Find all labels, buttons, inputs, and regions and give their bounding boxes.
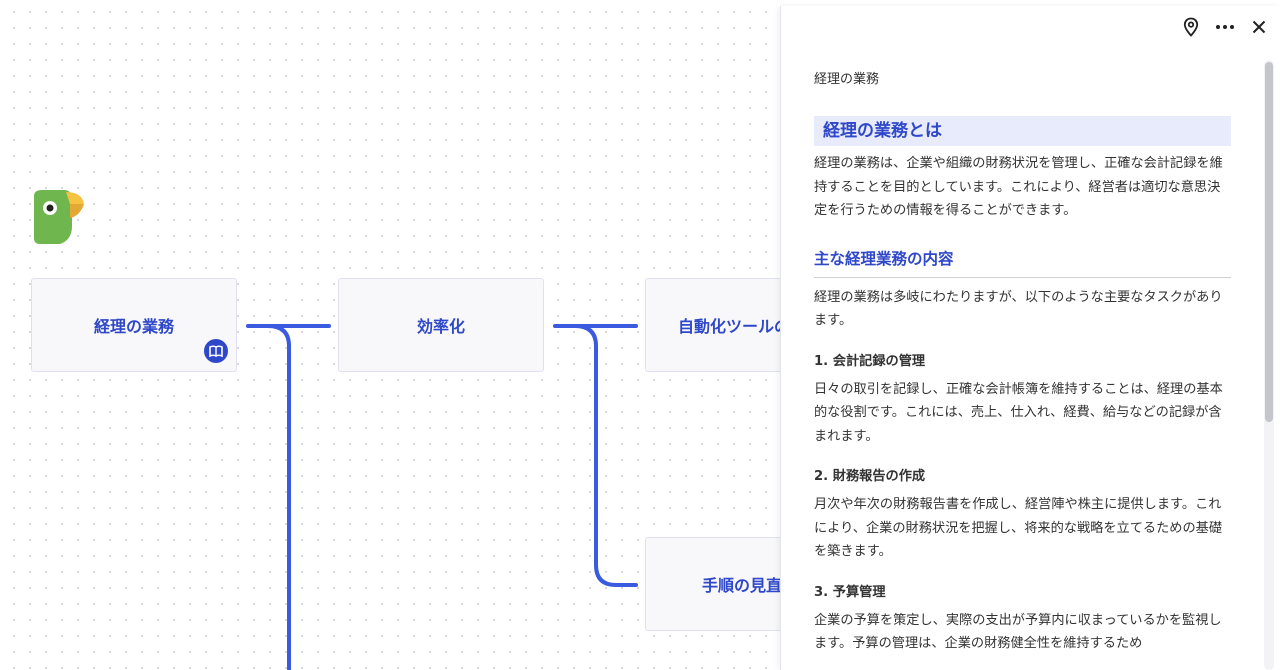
item-heading: 1. 会計記録の管理 [814,353,926,369]
breadcrumb: 経理の業務 [814,72,880,87]
mindmap-node-label: 手順の見直 [702,576,783,595]
mindmap-node-label: 自動化ツールの [678,317,791,336]
section-heading: 主な経理業務の内容 [814,247,1231,278]
detail-panel: 経理の業務 経理の業務とは 経理の業務は、企業や組織の財務状況を管理し、正確な会… [780,6,1280,670]
item-body: 月次や年次の財務報告書を作成し、経営陣や株主に提供します。これにより、企業の財務… [814,497,1223,559]
item-body: 日々の取引を記録し、正確な会計帳簿を維持することは、経理の基本的な役割です。これ… [814,381,1223,444]
close-icon[interactable] [1249,16,1269,38]
mindmap-node-label: 効率化 [416,317,465,336]
intro-paragraph: 経理の業務は、企業や組織の財務状況を管理し、正確な会計記録を維持することを目的と… [814,156,1223,218]
book-icon[interactable] [204,339,228,363]
item-heading: 2. 財務報告の作成 [814,469,926,484]
location-pin-icon[interactable] [1181,16,1201,38]
panel-content: 経理の業務 経理の業務とは 経理の業務は、企業や組織の財務状況を管理し、正確な会… [814,64,1231,656]
more-horizontal-icon[interactable] [1215,16,1235,38]
panel-scrollbar[interactable] [1264,60,1274,670]
panel-toolbar [1181,16,1269,38]
page-title: 経理の業務とは [814,116,1231,146]
section-intro: 経理の業務は多岐にわたりますが、以下のような主要なタスクがあります。 [814,289,1223,329]
root-node[interactable]: 経理の業務 [31,278,237,372]
item-heading: 3. 予算管理 [814,584,886,600]
parrot-logo [34,190,84,244]
mindmap-node[interactable]: 効率化 [338,278,544,372]
root-node-label: 経理の業務 [93,317,174,336]
item-body: 企業の予算を策定し、実際の支出が予算内に収まっているかを監視します。予算の管理は… [814,612,1222,652]
scrollbar-thumb[interactable] [1265,62,1273,422]
